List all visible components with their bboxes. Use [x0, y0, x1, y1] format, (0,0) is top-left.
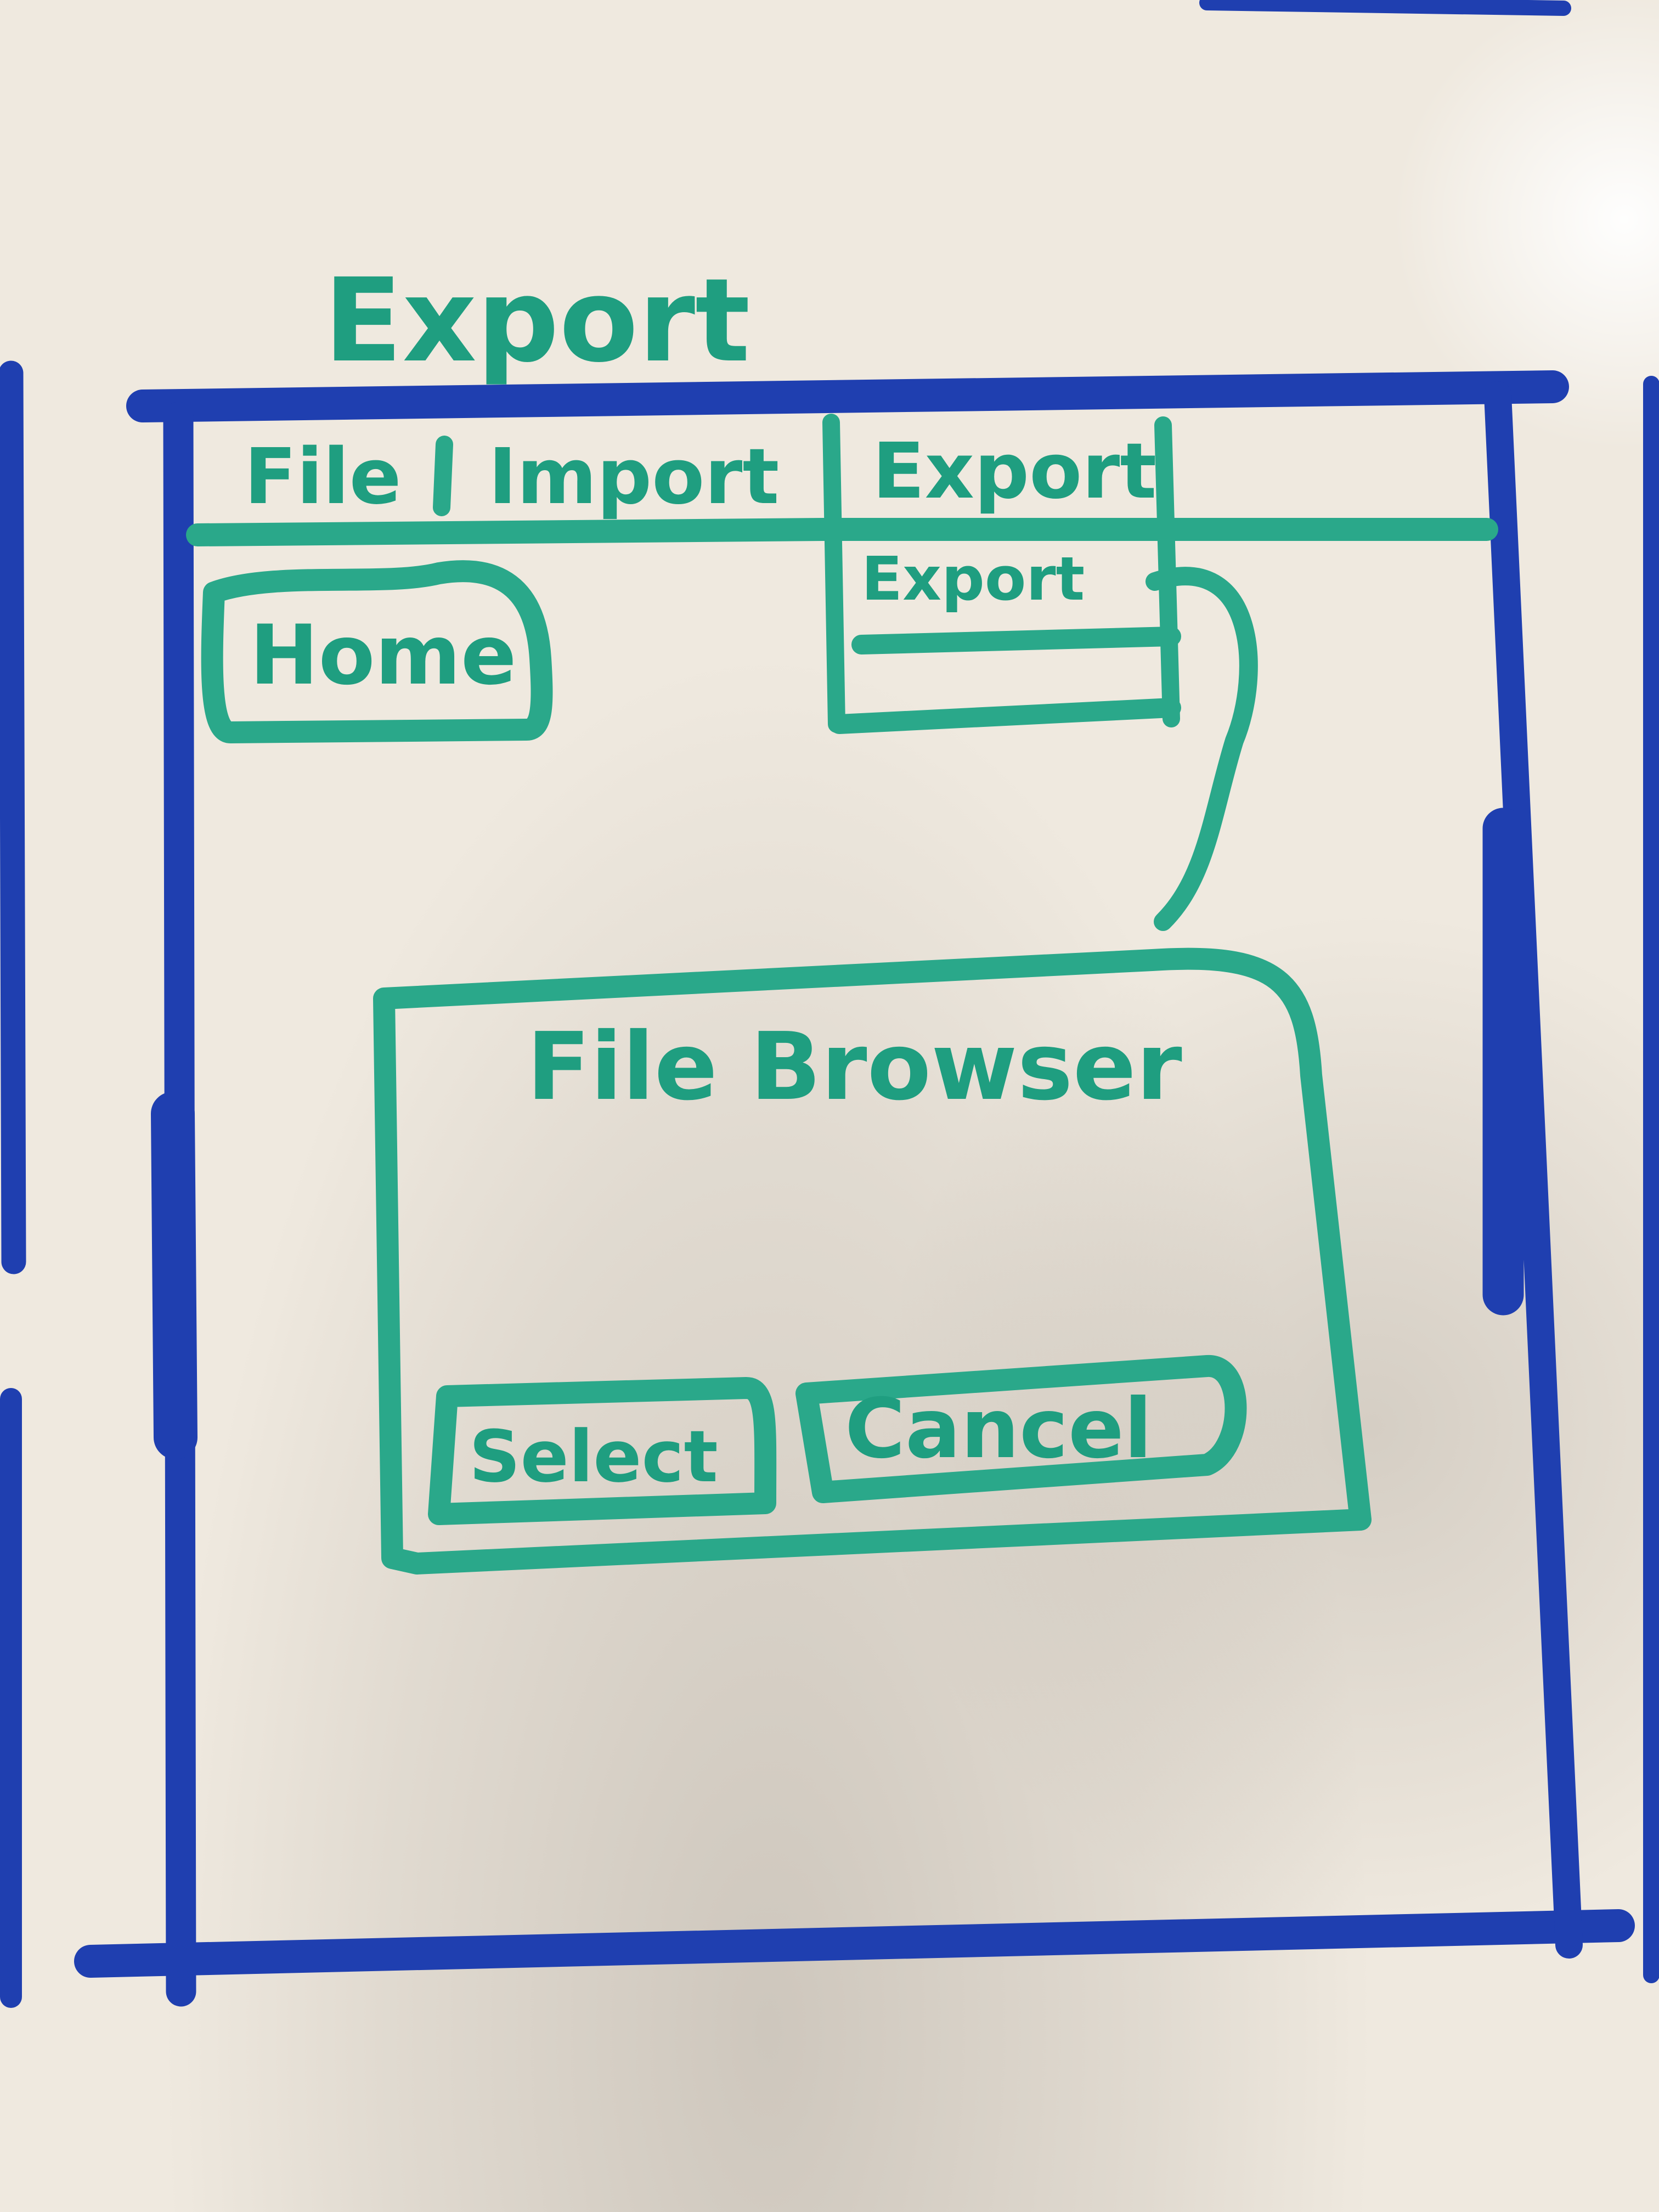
cancel-button[interactable]: Cancel: [845, 1381, 1153, 1477]
home-button[interactable]: Home: [250, 608, 517, 703]
connector-arrow: [1146, 567, 1258, 931]
menu-item-import[interactable]: Import: [488, 432, 780, 522]
export-dropdown-box: [830, 627, 1181, 734]
select-button[interactable]: Select: [469, 1415, 718, 1498]
cancel-button-outline: [795, 1355, 1247, 1503]
board-edges: [0, 0, 1659, 2008]
menu-item-file[interactable]: File: [244, 432, 402, 522]
diagram-title: Export: [324, 253, 751, 388]
file-browser-title: File Browser: [527, 1013, 1182, 1121]
file-browser-outline: [373, 947, 1372, 1575]
window-frame: [74, 370, 1635, 2007]
menu-item-export[interactable]: Export: [872, 427, 1157, 516]
dropdown-item-export[interactable]: Export: [861, 544, 1085, 614]
home-button-outline: [201, 560, 553, 743]
select-button-outline: [428, 1377, 777, 1525]
